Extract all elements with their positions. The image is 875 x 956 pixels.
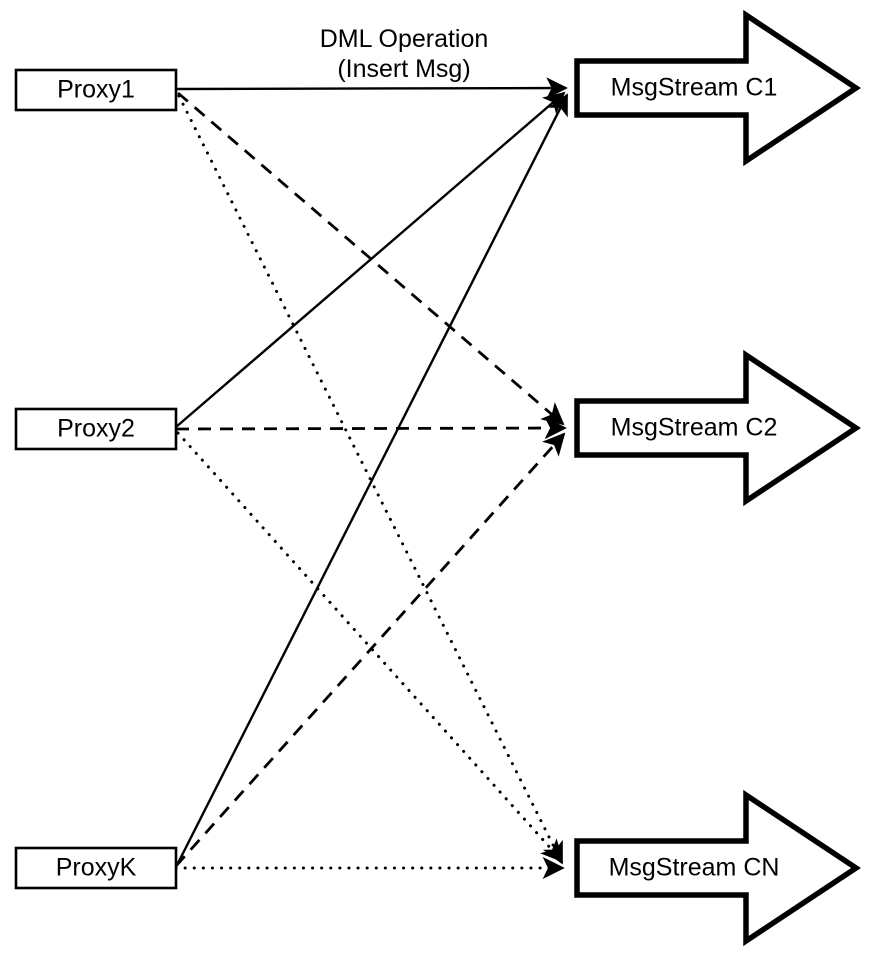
msgstream-c1-shape[interactable] [574,9,861,167]
msgstream-c1-label: MsgStream C1 [611,74,778,102]
node-proxy2[interactable]: Proxy2 [14,407,178,451]
node-proxy1[interactable]: Proxy1 [14,68,178,112]
node-proxyk[interactable]: ProxyK [14,846,178,890]
proxy1-label: Proxy1 [57,76,135,104]
proxy2-box[interactable] [14,407,178,451]
edge-proxy2-to-msgstream-c2 [175,416,567,440]
node-msgstream-c1[interactable]: MsgStream C1 [574,9,861,167]
node-msgstream-cn[interactable]: MsgStream CN [574,789,861,947]
msgstream-cn-label: MsgStream CN [609,854,780,882]
edge-proxyk-to-msgstream-c1 [174,93,569,868]
node-msgstream-c2[interactable]: MsgStream C2 [574,349,861,507]
edge-proxy2-to-msgstream-c1 [175,91,566,428]
edge-proxy2-to-msgstream-cn [176,431,564,863]
msgstream-cn-shape[interactable] [574,789,861,947]
proxy1-box[interactable] [14,68,178,112]
edge-label-line2: (Insert Msg) [337,55,470,83]
edge-proxyk-to-msgstream-c2 [174,432,566,867]
proxy2-label: Proxy2 [57,415,135,443]
edge-proxy1-to-msgstream-c1 [175,77,568,99]
msgstream-c2-label: MsgStream C2 [611,414,778,442]
proxyk-box[interactable] [14,846,178,890]
proxyk-label: ProxyK [56,854,137,882]
msgstream-c2-shape[interactable] [574,349,861,507]
edge-label-line1: DML Operation [320,25,489,53]
edge-proxy1-to-msgstream-cn [177,94,564,865]
